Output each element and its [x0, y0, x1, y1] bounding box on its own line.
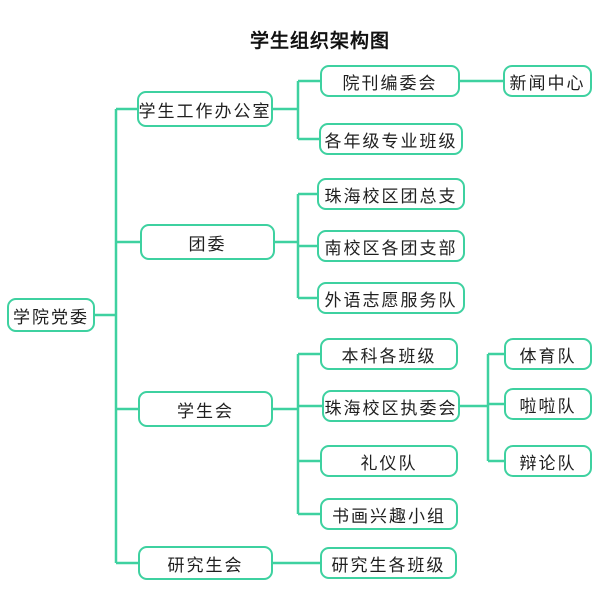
- node-college-party-committee[interactable]: 学院党委: [7, 298, 95, 332]
- node-zhuhai-campus-league-branch[interactable]: 珠海校区团总支: [317, 178, 465, 210]
- connector-executive-committee-rail: [460, 352, 504, 463]
- node-grade-major-classes[interactable]: 各年级专业班级: [319, 123, 463, 155]
- node-zhuhai-campus-executive-committee[interactable]: 珠海校区执委会: [322, 390, 460, 422]
- connector-youth-league-rail: [275, 192, 317, 300]
- node-foreign-language-volunteer-team[interactable]: 外语志愿服务队: [317, 282, 465, 314]
- node-news-center[interactable]: 新闻中心: [503, 65, 592, 97]
- node-calligraphy-painting-group[interactable]: 书画兴趣小组: [320, 498, 458, 530]
- node-south-campus-league-branches[interactable]: 南校区各团支部: [317, 230, 465, 262]
- node-sports-team[interactable]: 体育队: [504, 338, 592, 370]
- node-student-affairs-office[interactable]: 学生工作办公室: [137, 91, 273, 127]
- node-cheerleading-team[interactable]: 啦啦队: [504, 388, 592, 420]
- connector-student-union-rail: [273, 352, 322, 516]
- node-youth-league-committee[interactable]: 团委: [140, 224, 275, 260]
- node-graduate-student-union[interactable]: 研究生会: [138, 546, 273, 580]
- node-journal-editorial-board[interactable]: 院刊编委会: [320, 65, 460, 97]
- node-student-union[interactable]: 学生会: [138, 391, 273, 427]
- node-debate-team[interactable]: 辩论队: [504, 445, 592, 477]
- node-undergraduate-classes[interactable]: 本科各班级: [320, 338, 458, 370]
- diagram-title: 学生组织架构图: [249, 30, 390, 52]
- node-graduate-classes[interactable]: 研究生各班级: [320, 547, 457, 579]
- node-etiquette-team[interactable]: 礼仪队: [320, 445, 458, 477]
- connector-student-affairs-rail: [273, 79, 320, 141]
- connector-root-rail: [95, 107, 140, 565]
